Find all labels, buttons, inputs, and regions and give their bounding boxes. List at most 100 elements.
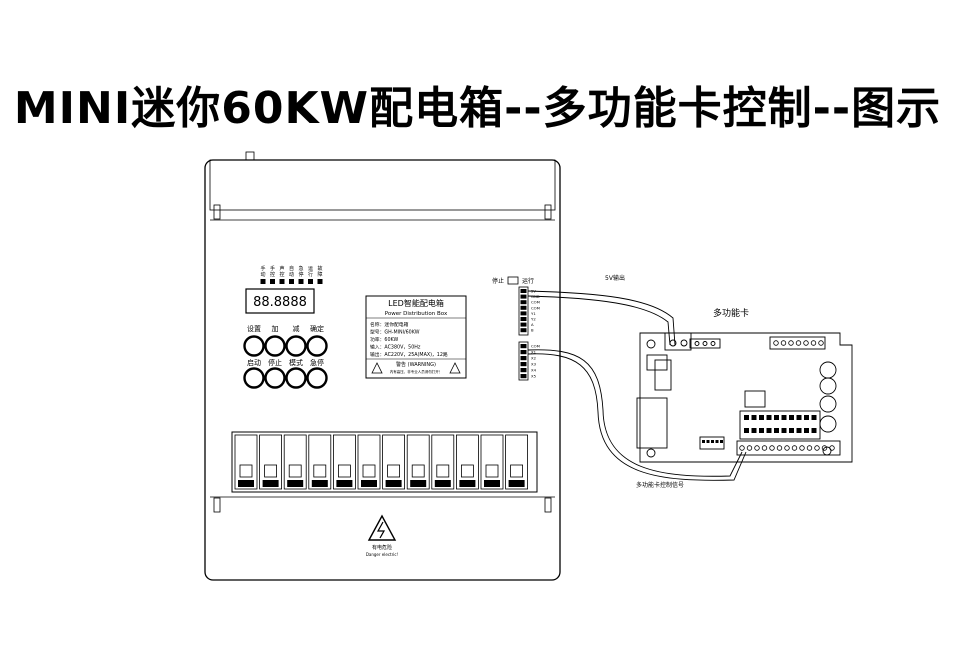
pcb-relay-pin [789,428,794,433]
breaker-foot [262,480,279,487]
terminal-pin [520,289,527,293]
pcb-relay-pin [781,415,787,420]
pcb-relay-pin [766,415,772,420]
terminal-label: X4 [531,368,537,373]
breaker-lever [313,464,327,478]
breaker-lever [264,464,278,478]
indicator-label: 运行 [308,265,313,278]
control-row-label: 启动 [247,358,261,367]
pcb-pin [814,445,820,451]
settings-row-button[interactable] [306,335,328,357]
pcb-pin [806,445,813,451]
label-multifunction-card: 多功能卡 [713,307,749,319]
diagram-title: MINI迷你60KW配电箱--多功能卡控制--图示 [13,83,942,134]
pcb-relay-pin [766,428,772,433]
pcb-header-pin [702,440,705,443]
pcb-header-pin [706,440,710,443]
control-row-button[interactable] [264,367,286,389]
control-row-button[interactable] [243,367,265,389]
settings-row-button[interactable] [243,335,265,357]
control-row-button[interactable] [306,367,328,389]
terminal-label: A [531,322,534,327]
pcb-relay-pin [774,415,779,420]
indicator-led [270,279,275,284]
distribution-box [204,151,561,581]
control-row-button[interactable] [285,367,307,389]
hazard-sublabel: Danger electric! [366,552,398,557]
terminal-pin [520,311,527,316]
hazard-label: 有电危险 [372,544,392,551]
high-voltage-icon [367,514,397,541]
terminal-block-top [518,286,529,336]
pcb-pin [773,340,779,346]
settings-row-button[interactable] [285,335,307,357]
breaker-foot [287,480,304,487]
nameplate-subtitle: Power Distribution Box [385,311,448,317]
breaker-foot [238,480,254,487]
pcb-pin [799,445,805,451]
terminal-label: X5 [531,374,537,379]
nameplate-line: 输出：AC220V，25A(MAX)，12路 [370,351,448,358]
terminal-pin [520,317,527,321]
indicator-label: 故障 [317,265,322,278]
indicator-label: 手动 [260,265,265,278]
pcb-pin [795,340,802,346]
breaker [357,434,381,490]
breaker-lever [362,464,376,478]
breaker [431,434,455,490]
breaker-row [231,431,538,493]
digital-display: 88.8888 [245,288,315,314]
breaker-lever [239,464,253,478]
pcb-header-pin [711,440,714,443]
terminal-label: B [531,328,534,333]
terminal-block-bottom [518,341,529,381]
pcb-pin [754,445,760,451]
terminal-pin [520,300,527,305]
indicator-led [289,279,294,284]
breaker-lever [387,464,401,478]
pcb-header-pin [715,440,719,443]
indicator-label: 急停 [298,265,303,278]
breaker [283,434,307,490]
breaker [382,434,406,490]
terminal-label: COM [531,305,540,310]
breaker-foot [336,480,353,487]
switch-run-label: 运行 [522,277,534,285]
stop-run-switch: 停止 运行 [492,276,534,285]
breaker [406,434,430,490]
terminal-label: COM [531,300,540,305]
breaker [234,434,258,490]
breaker [505,434,529,490]
pcb-pin [821,445,828,451]
indicator-leds [260,279,323,284]
pcb-relay-pin [774,428,779,433]
control-row-label: 停止 [268,358,282,367]
terminal-pin [520,362,527,367]
settings-row-button[interactable] [264,335,286,357]
label-5v-output: 5V输出 [605,274,625,282]
control-buttons: 设置加减确定启动停止模式急停 [243,324,328,389]
pcb-relay-pin [789,415,794,420]
breaker-foot [434,480,451,487]
terminal-pin [520,368,527,373]
terminal-pin [520,374,527,379]
breaker-lever [510,464,524,478]
pcb-pin [739,445,745,451]
breaker-foot [410,480,427,487]
breaker-lever [288,464,302,478]
breaker-foot [484,480,500,487]
terminal-pin [520,350,527,355]
pcb-pin [788,340,794,346]
breaker-foot [311,480,328,487]
indicator-led [260,279,266,284]
indicator-led [317,279,323,284]
indicator-led [279,279,285,284]
terminal-label: X1 [531,350,537,355]
pcb-relay-pin [804,428,809,433]
terminal-pin [520,322,527,327]
hazard-warning: 有电危险 Danger electric! [366,514,398,557]
pcb-pin [829,445,835,451]
control-row-label: 模式 [289,358,303,367]
settings-row-label: 确定 [310,324,324,333]
pcb-relay-pin [744,415,749,420]
